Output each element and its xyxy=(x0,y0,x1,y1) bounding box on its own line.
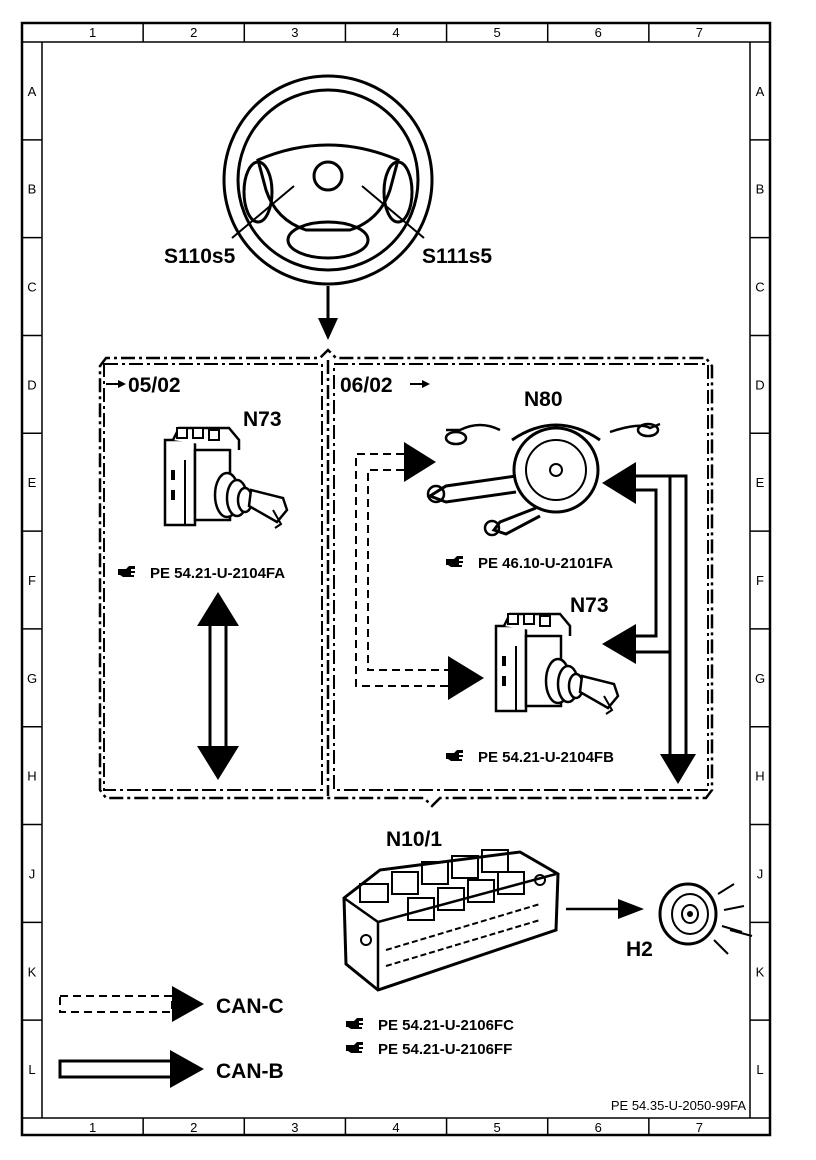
grid-ticks xyxy=(22,23,770,1135)
grid-col-top-4: 4 xyxy=(392,25,399,40)
n73-left-switch xyxy=(163,426,289,530)
grid-row-right-E: E xyxy=(756,475,765,490)
grid-col-top-6: 6 xyxy=(595,25,602,40)
grid-row-right-K: K xyxy=(756,964,765,979)
grid-col-top-5: 5 xyxy=(494,25,501,40)
svg-text:PE 54.21-U-2104FA: PE 54.21-U-2104FA xyxy=(150,565,285,582)
grid-col-top-1: 1 xyxy=(89,25,96,40)
grid-col-top-3: 3 xyxy=(291,25,298,40)
grid-col-bottom-6: 6 xyxy=(595,1120,602,1135)
grid-row-right-H: H xyxy=(755,769,764,784)
ref-n10-1-a: PE 54.21-U-2106FC xyxy=(346,1017,514,1034)
ref-n73-left: PE 54.21-U-2104FA xyxy=(118,565,285,582)
grid-row-right-G: G xyxy=(755,671,765,686)
grid-col-top-7: 7 xyxy=(696,25,703,40)
ref-n73-right: PE 54.21-U-2104FB xyxy=(446,749,614,766)
document-id: PE 54.35-U-2050-99FA xyxy=(611,1098,746,1113)
ref-n80: PE 46.10-U-2101FA xyxy=(446,555,613,572)
svg-text:05/02: 05/02 xyxy=(128,374,181,397)
svg-text:CAN-C: CAN-C xyxy=(216,995,284,1018)
section-right-date: 06/02 xyxy=(340,374,430,397)
legend-can-b: CAN-B xyxy=(58,1050,284,1088)
grid-row-right-J: J xyxy=(757,866,764,881)
label-n80: N80 xyxy=(524,388,563,411)
legend-can-c: CAN-C xyxy=(59,986,284,1022)
can-b-arrow-left xyxy=(197,592,239,780)
grid-row-left-K: K xyxy=(28,964,37,979)
svg-text:CAN-B: CAN-B xyxy=(216,1060,284,1083)
label-n73-right: N73 xyxy=(570,594,609,617)
grid-col-bottom-1: 1 xyxy=(89,1120,96,1135)
grid-row-left-E: E xyxy=(28,475,37,490)
arrow-down-wheel xyxy=(318,286,338,340)
drawing-frame xyxy=(20,21,772,1137)
grid-row-right-D: D xyxy=(755,377,764,392)
grid-row-left-F: F xyxy=(28,573,36,588)
arrow-to-h2 xyxy=(566,899,644,919)
grid-row-left-L: L xyxy=(28,1062,35,1077)
can-b-arrows-right xyxy=(602,462,696,784)
grid-row-right-A: A xyxy=(756,84,765,99)
n73-right-switch xyxy=(494,612,620,716)
grid-row-left-G: G xyxy=(27,671,37,686)
grid-row-left-H: H xyxy=(27,769,36,784)
label-h2: H2 xyxy=(626,938,653,961)
label-n73-left: N73 xyxy=(243,408,282,431)
grid-col-bottom-5: 5 xyxy=(494,1120,501,1135)
grid-col-bottom-7: 7 xyxy=(696,1120,703,1135)
grid-row-left-C: C xyxy=(27,280,36,295)
svg-text:PE 54.21-U-2106FC: PE 54.21-U-2106FC xyxy=(378,1017,514,1034)
grid-row-left-J: J xyxy=(29,866,36,881)
variant-enclosure xyxy=(98,348,714,808)
steering-wheel xyxy=(222,74,434,286)
svg-text:PE 46.10-U-2101FA: PE 46.10-U-2101FA xyxy=(478,555,613,572)
ref-n10-1-b: PE 54.21-U-2106FF xyxy=(346,1041,512,1058)
grid-row-right-B: B xyxy=(756,182,765,197)
grid-row-left-B: B xyxy=(28,182,37,197)
h2-horn xyxy=(658,882,753,955)
grid-row-right-F: F xyxy=(756,573,764,588)
grid-row-right-L: L xyxy=(756,1062,763,1077)
n10-1-module xyxy=(342,849,560,992)
grid-col-bottom-2: 2 xyxy=(190,1120,197,1135)
label-n10-1: N10/1 xyxy=(386,828,442,851)
grid-row-left-D: D xyxy=(27,377,36,392)
label-s110s5: S110s5 xyxy=(164,245,236,268)
grid-col-bottom-4: 4 xyxy=(392,1120,399,1135)
svg-text:PE 54.21-U-2106FF: PE 54.21-U-2106FF xyxy=(378,1041,512,1058)
svg-text:06/02: 06/02 xyxy=(340,374,393,397)
svg-text:PE 54.21-U-2104FB: PE 54.21-U-2104FB xyxy=(478,749,614,766)
grid-col-bottom-3: 3 xyxy=(291,1120,298,1135)
grid-row-right-C: C xyxy=(755,280,764,295)
section-left-date: 05/02 xyxy=(106,374,181,397)
can-c-arrows-right xyxy=(355,442,484,700)
n80-switch xyxy=(426,422,661,537)
label-s111s5: S111s5 xyxy=(422,245,492,268)
grid-row-left-A: A xyxy=(28,84,37,99)
grid-col-top-2: 2 xyxy=(190,25,197,40)
